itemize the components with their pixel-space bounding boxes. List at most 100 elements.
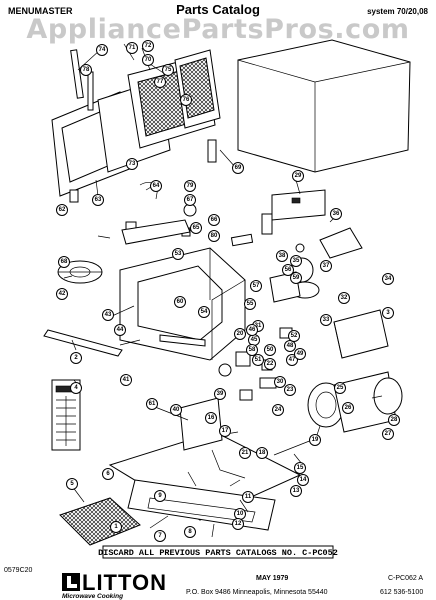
callout-number: 20 — [237, 331, 244, 337]
callout-22: 22 — [264, 358, 276, 370]
discard-notice: DISCARD ALL PREVIOUS PARTS CATALOGS NO. … — [98, 545, 338, 559]
callout-bubble — [66, 478, 78, 490]
callout-36: 36 — [330, 208, 342, 220]
callout-bubble — [252, 354, 264, 366]
callout-number: 42 — [59, 291, 66, 297]
callout-bubble — [290, 272, 302, 284]
callout-bubble — [120, 374, 132, 386]
callout-number: 3 — [386, 310, 390, 316]
callout-bubble — [205, 412, 217, 424]
callout-bubble — [150, 180, 162, 192]
callout-12: 12 — [232, 518, 244, 530]
callout-65: 65 — [190, 222, 202, 234]
callout-10: 10 — [234, 508, 246, 520]
callout-number: 23 — [287, 387, 294, 393]
callout-number: 34 — [385, 276, 392, 282]
callout-48: 48 — [284, 340, 296, 352]
callout-number: 18 — [259, 450, 266, 456]
callout-45: 45 — [248, 334, 260, 346]
callout-bubble — [234, 328, 246, 340]
callout-number: 28 — [391, 417, 398, 423]
callout-group: 1234567891011121314151617181920212223242… — [56, 40, 400, 542]
callout-number: 13 — [293, 488, 300, 494]
callout-bubble — [338, 292, 350, 304]
callout-14: 14 — [297, 474, 309, 486]
callout-9: 9 — [154, 490, 166, 502]
callout-number: 48 — [287, 343, 294, 349]
callout-number: 29 — [295, 173, 302, 179]
callout-number: 7 — [158, 533, 162, 539]
callout-number: 41 — [123, 377, 130, 383]
callout-13: 13 — [290, 485, 302, 497]
callout-number: 10 — [237, 511, 244, 517]
callout-69: 69 — [232, 162, 244, 174]
callout-bubble — [286, 354, 298, 366]
callout-number: 15 — [297, 465, 304, 471]
callout-number: 75 — [165, 67, 172, 73]
callout-bubble — [382, 273, 394, 285]
callout-bubble — [154, 490, 166, 502]
callout-71: 71 — [126, 42, 138, 54]
callout-number: 16 — [208, 415, 215, 421]
callout-number: 47 — [289, 357, 296, 363]
catalog-date: MAY 1979 — [256, 575, 288, 582]
callout-number: 35 — [293, 258, 300, 264]
callout-number: 1 — [114, 524, 118, 530]
callout-number: 65 — [193, 225, 200, 231]
callout-77: 77 — [154, 76, 166, 88]
callout-number: 53 — [175, 251, 182, 257]
callout-number: 77 — [157, 79, 164, 85]
callout-bubble — [290, 485, 302, 497]
callout-bubble — [110, 521, 122, 533]
door-assembly — [51, 49, 221, 197]
callout-20: 20 — [234, 328, 246, 340]
base-plate — [108, 397, 302, 531]
callout-38: 38 — [276, 250, 288, 262]
callout-bubble — [246, 324, 258, 336]
callout-bubble — [272, 404, 284, 416]
callout-3: 3 — [382, 307, 394, 319]
callout-number: 31 — [255, 323, 262, 329]
footer: 0579C20 LITTON Microwave Cooking MAY 197… — [4, 567, 423, 600]
callout-78: 78 — [80, 64, 92, 76]
callout-bubble — [92, 194, 104, 206]
callout-number: 74 — [99, 47, 106, 53]
callout-58: 58 — [246, 344, 258, 356]
callout-42: 42 — [56, 288, 68, 300]
header-system: system 70/20,08 — [367, 7, 428, 16]
callout-75: 75 — [162, 64, 174, 76]
callout-number: 67 — [187, 197, 194, 203]
callout-number: 8 — [188, 529, 192, 535]
callout-number: 72 — [145, 43, 152, 49]
callout-number: 24 — [275, 407, 282, 413]
callout-bubble — [70, 382, 82, 394]
callout-bubble — [126, 42, 138, 54]
callout-19: 19 — [309, 434, 321, 446]
callout-bubble — [284, 384, 296, 396]
callout-bubble — [284, 340, 296, 352]
callout-67: 67 — [184, 194, 196, 206]
callout-7: 7 — [154, 530, 166, 542]
callout-number: 43 — [105, 312, 112, 318]
callout-33: 33 — [320, 314, 332, 326]
callout-bubble — [154, 530, 166, 542]
callout-number: 30 — [277, 379, 284, 385]
callout-number: 76 — [183, 97, 190, 103]
callout-bubble — [320, 260, 332, 272]
callout-number: 25 — [337, 385, 344, 391]
callout-bubble — [294, 348, 306, 360]
callout-number: 52 — [291, 333, 298, 339]
callout-61: 61 — [146, 398, 158, 410]
callout-bubble — [142, 40, 154, 52]
callout-59: 59 — [290, 272, 302, 284]
callout-number: 33 — [323, 317, 330, 323]
callout-43: 43 — [102, 309, 114, 321]
callout-number: 78 — [83, 67, 90, 73]
callout-bubble — [264, 344, 276, 356]
callout-bubble — [250, 280, 262, 292]
callout-bubble — [180, 94, 192, 106]
callout-bubble — [208, 214, 220, 226]
callout-bubble — [184, 180, 196, 192]
callout-bubble — [309, 434, 321, 446]
callout-number: 36 — [333, 211, 340, 217]
